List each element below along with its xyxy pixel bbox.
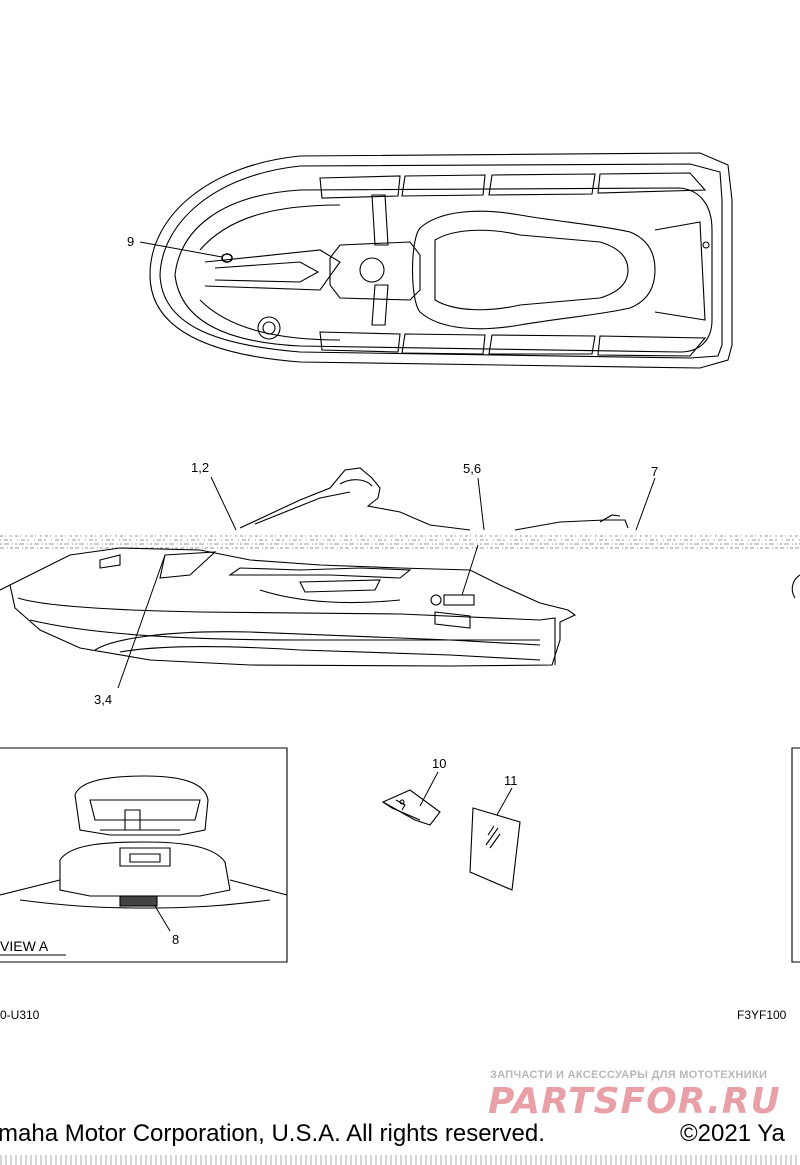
footer-copyright: maha Motor Corporation, U.S.A. All right… bbox=[0, 1120, 545, 1147]
callout-9: 9 bbox=[127, 234, 134, 249]
callout-7: 7 bbox=[651, 464, 658, 479]
leader-3-4 bbox=[117, 554, 166, 689]
leader-7 bbox=[635, 477, 656, 531]
adjacent-craft-edge bbox=[791, 574, 800, 599]
callout-10: 10 bbox=[432, 756, 446, 771]
view-a-label: VIEW A bbox=[0, 938, 49, 954]
leader-11 bbox=[496, 787, 513, 816]
callout-11: 11 bbox=[504, 773, 518, 788]
leader-5-6-lower bbox=[461, 544, 479, 596]
top-view-watercraft bbox=[149, 152, 733, 369]
leader-10 bbox=[419, 771, 439, 807]
callout-3-4: 3,4 bbox=[94, 692, 112, 707]
bottom-scan-strip bbox=[0, 1155, 800, 1165]
diagram-code-right: F3YF100 bbox=[737, 1008, 787, 1022]
view-a-box bbox=[0, 747, 288, 963]
side-view-watercraft bbox=[0, 467, 629, 667]
watermark-tagline: ЗАПЧАСТИ И АКСЕССУАРЫ ДЛЯ МОТОТЕХНИКИ bbox=[490, 1069, 768, 1081]
callout-8: 8 bbox=[172, 932, 179, 947]
leader-5-6 bbox=[477, 477, 485, 531]
callout-1-2: 1,2 bbox=[191, 460, 209, 475]
callout-5-6: 5,6 bbox=[463, 461, 481, 476]
watermark-logo: PARTSFOR.RU bbox=[488, 1081, 781, 1122]
leader-8 bbox=[154, 905, 171, 932]
part-10-pouch bbox=[381, 789, 441, 826]
leader-1-2 bbox=[210, 476, 237, 531]
part-11-document bbox=[469, 807, 521, 891]
scan-noise-band bbox=[0, 535, 800, 549]
footer-year: ©2021 Ya bbox=[680, 1120, 785, 1147]
adjacent-view-box bbox=[791, 747, 800, 963]
diagram-code-left: 0-U310 bbox=[0, 1008, 40, 1022]
leader-9 bbox=[139, 241, 223, 258]
